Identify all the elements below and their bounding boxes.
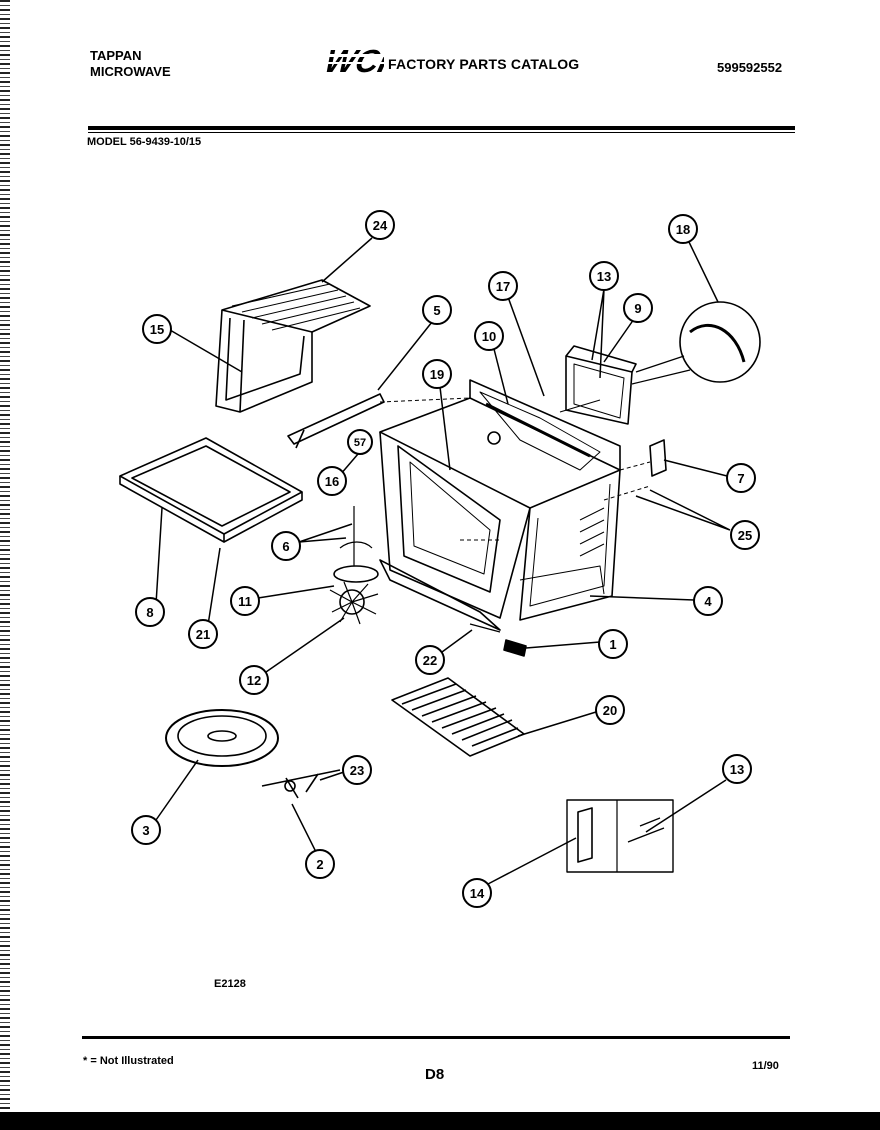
callout-23: 23 xyxy=(342,755,372,785)
callout-12: 12 xyxy=(239,665,269,695)
latch-part xyxy=(503,639,527,657)
svg-text:17: 17 xyxy=(496,279,510,294)
wci-logo-text: WCI xyxy=(321,44,384,76)
control-module-part xyxy=(559,345,637,425)
inset-box-part xyxy=(566,799,674,873)
part-drawings xyxy=(119,279,761,873)
grille-part xyxy=(391,677,525,757)
revision-date: 11/90 xyxy=(752,1060,779,1072)
svg-text:13: 13 xyxy=(730,762,744,777)
scan-bottom-edge xyxy=(0,1112,880,1130)
svg-text:9: 9 xyxy=(634,301,641,316)
callout-10: 10 xyxy=(474,321,504,351)
svg-text:5: 5 xyxy=(433,303,440,318)
page-code: D8 xyxy=(425,1066,445,1083)
svg-text:20: 20 xyxy=(603,703,617,718)
svg-text:16: 16 xyxy=(325,474,339,489)
svg-text:4: 4 xyxy=(704,594,712,609)
callout-21: 21 xyxy=(188,619,218,649)
callout-7: 7 xyxy=(726,463,756,493)
callout-6: 6 xyxy=(271,531,301,561)
footer-rule xyxy=(82,1036,790,1039)
svg-text:1: 1 xyxy=(609,637,616,652)
svg-text:6: 6 xyxy=(282,539,289,554)
small-bracket-part xyxy=(649,439,667,477)
detail-circle-part xyxy=(631,301,761,385)
brand-name: TAPPAN MICROWAVE xyxy=(90,48,171,80)
top-cover-part xyxy=(215,279,371,413)
figure-code: E2128 xyxy=(214,978,246,990)
callout-14: 14 xyxy=(462,878,492,908)
callout-22: 22 xyxy=(415,645,445,675)
svg-text:3: 3 xyxy=(142,823,149,838)
svg-text:8: 8 xyxy=(146,605,153,620)
svg-text:15: 15 xyxy=(150,322,164,337)
model-number: MODEL 56-9439-10/15 xyxy=(87,136,202,148)
svg-text:11: 11 xyxy=(238,594,252,609)
brand-line-2: MICROWAVE xyxy=(90,64,171,79)
callout-24: 24 xyxy=(365,210,395,240)
bottom-plate-part xyxy=(119,437,303,543)
callout-4: 4 xyxy=(693,586,723,616)
stirrer-part xyxy=(329,506,379,625)
svg-text:12: 12 xyxy=(247,673,261,688)
svg-text:23: 23 xyxy=(350,763,364,778)
footnote: * = Not Illustrated xyxy=(83,1055,174,1067)
callout-25: 25 xyxy=(730,520,760,550)
svg-text:14: 14 xyxy=(470,886,485,901)
hinge-part xyxy=(469,623,501,633)
turntable-tray-part xyxy=(165,709,279,767)
catalog-title: FACTORY PARTS CATALOG xyxy=(388,56,580,72)
callout-13-lower: 13 xyxy=(722,754,752,784)
svg-text:24: 24 xyxy=(373,218,388,233)
svg-text:19: 19 xyxy=(430,367,444,382)
callout-13: 13 xyxy=(589,261,619,291)
roller-ring-part xyxy=(261,769,341,799)
leader-lines xyxy=(155,237,731,885)
svg-text:10: 10 xyxy=(482,329,496,344)
wci-logo: WCI xyxy=(321,44,384,76)
svg-text:13: 13 xyxy=(597,269,611,284)
callouts: 24 15 5 17 13 9 18 10 19 57 16 7 25 8 6 … xyxy=(131,210,760,908)
svg-text:7: 7 xyxy=(737,471,744,486)
callout-20: 20 xyxy=(595,695,625,725)
oven-cavity-part xyxy=(379,379,621,631)
svg-text:2: 2 xyxy=(316,857,323,872)
callout-57: 57 xyxy=(347,429,373,455)
callout-5: 5 xyxy=(422,295,452,325)
svg-text:21: 21 xyxy=(196,627,210,642)
svg-text:18: 18 xyxy=(676,222,690,237)
catalog-number: 599592552 xyxy=(717,60,783,75)
callout-3: 3 xyxy=(131,815,161,845)
callout-16: 16 xyxy=(317,466,347,496)
callout-8: 8 xyxy=(135,597,165,627)
header-rule xyxy=(88,126,795,130)
callout-2: 2 xyxy=(305,849,335,879)
callout-15: 15 xyxy=(142,314,172,344)
callout-1: 1 xyxy=(598,629,628,659)
svg-text:57: 57 xyxy=(354,437,366,449)
scan-edge xyxy=(0,0,10,1130)
header-rule-thin xyxy=(88,132,795,133)
callout-18: 18 xyxy=(668,214,698,244)
brand-line-1: TAPPAN xyxy=(90,48,142,63)
svg-text:22: 22 xyxy=(423,653,437,668)
svg-text:25: 25 xyxy=(738,528,752,543)
callout-19: 19 xyxy=(422,359,452,389)
callout-9: 9 xyxy=(623,293,653,323)
callout-17: 17 xyxy=(488,271,518,301)
callout-11: 11 xyxy=(230,586,260,616)
